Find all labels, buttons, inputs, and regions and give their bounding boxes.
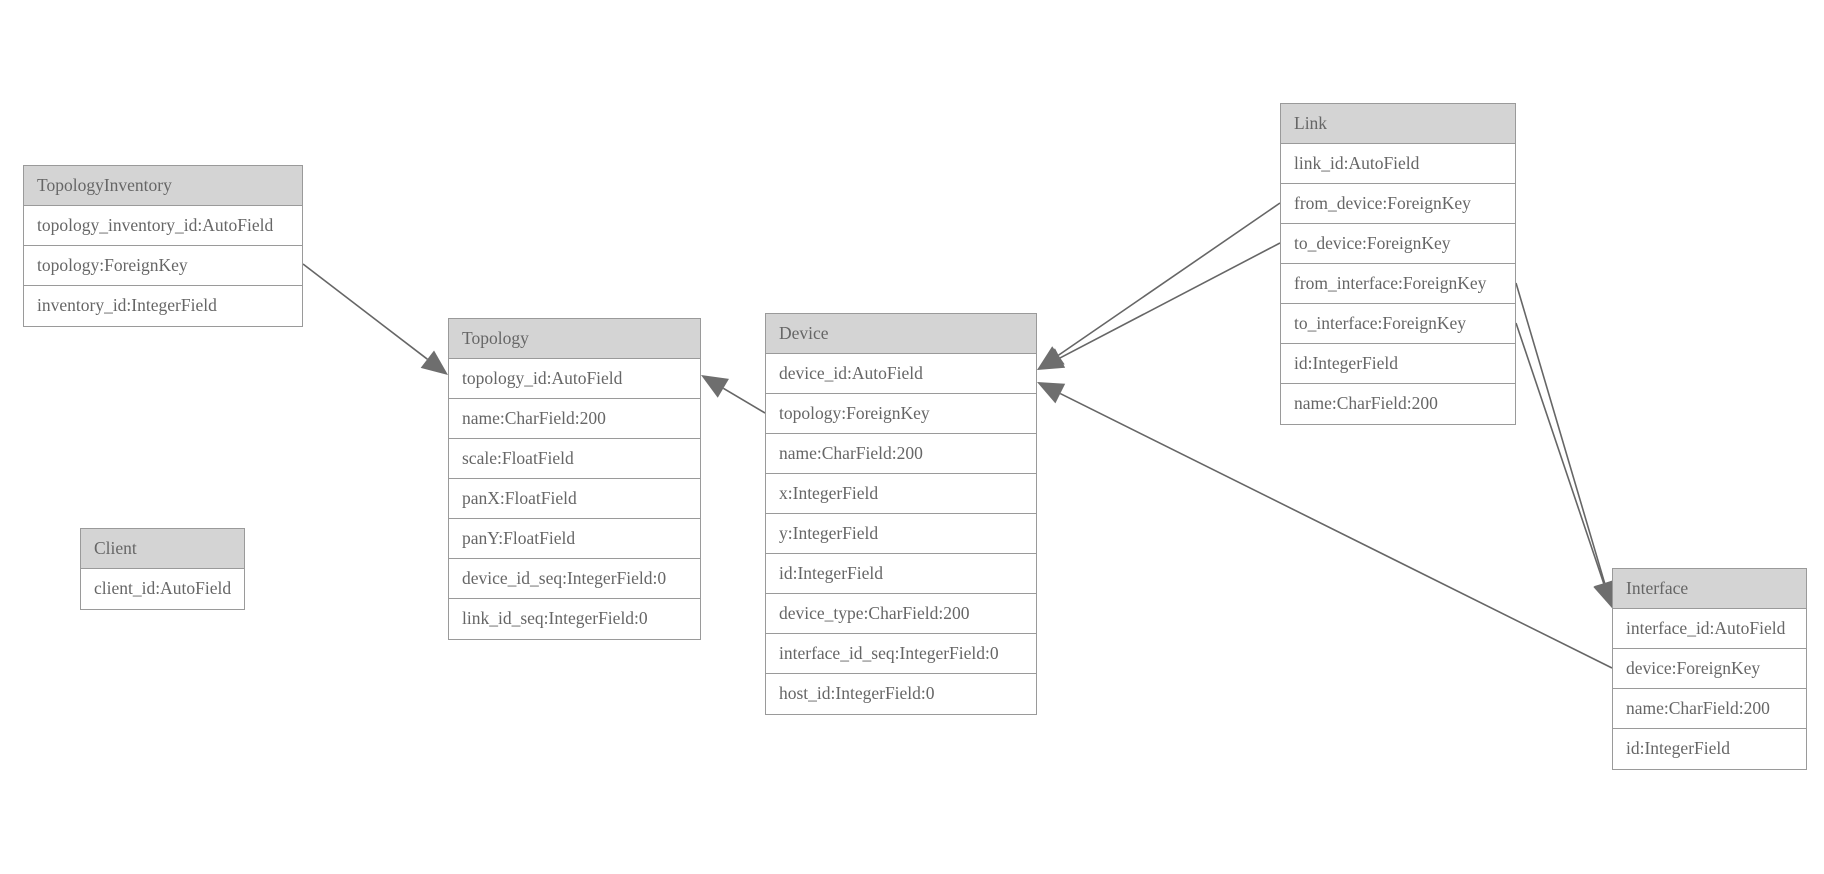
arrowhead — [1037, 348, 1066, 370]
entity-field-row: id:IntegerField — [766, 554, 1036, 594]
entity-title-client: Client — [81, 529, 244, 569]
entity-field-row: panY:FloatField — [449, 519, 700, 559]
entity-field-row: panX:FloatField — [449, 479, 700, 519]
entity-field-row: id:IntegerField — [1626, 738, 1731, 758]
entity-field-row: name:CharField:200 — [766, 434, 1036, 474]
entity-field-row: topology_inventory_id:AutoField — [24, 206, 302, 246]
arrowhead — [420, 350, 448, 375]
entity-field-row: id:IntegerField — [1281, 344, 1515, 384]
entity-title-device: Device — [766, 314, 1036, 354]
entity-field-row: link_id:AutoField — [1281, 144, 1515, 184]
arrowhead — [701, 375, 729, 398]
arrowhead — [1593, 579, 1615, 608]
entity-field-row: from_device:ForeignKey — [1281, 184, 1515, 224]
entity-field-row: device_type:CharField:200 — [766, 594, 1036, 634]
entity-field-row: topology:ForeignKey — [766, 394, 1036, 434]
entity-title-topology: Topology — [449, 319, 700, 359]
entity-title-topologyinventory: TopologyInventory — [24, 166, 302, 206]
entity-field-row: from_interface:ForeignKey — [1281, 264, 1515, 304]
relationship-link-to-device — [1037, 242, 1281, 370]
entity-field-row: topology:ForeignKey — [24, 246, 302, 286]
entity-field-row: to_device:ForeignKey — [1281, 224, 1515, 264]
entity-field-row: link_id_seq:IntegerField:0 — [462, 608, 648, 628]
entity-field-row: name:CharField:200 — [449, 399, 700, 439]
relationship-link-to-interface — [1515, 322, 1615, 608]
entity-field-row: interface_id_seq:IntegerField:0 — [766, 634, 1036, 674]
entity-field-row: client_id:AutoField — [94, 578, 232, 598]
arrowhead — [1037, 382, 1066, 404]
entity-field-row: topology_id:AutoField — [449, 359, 700, 399]
entity-field-row: device_id:AutoField — [766, 354, 1036, 394]
entity-field-row: scale:FloatField — [449, 439, 700, 479]
entity-field-row: to_interface:ForeignKey — [1281, 304, 1515, 344]
arrowhead — [1037, 346, 1065, 370]
entity-fields-client: client_id:AutoField — [81, 569, 244, 609]
relationship-topologyinventory-topology — [302, 263, 448, 375]
entity-field-row: inventory_id:IntegerField — [37, 295, 217, 315]
relationship-link-from-device — [1037, 202, 1281, 370]
entity-field-row: name:CharField:200 — [1294, 393, 1438, 413]
relationship-device-topology — [701, 375, 766, 414]
entity-field-row: y:IntegerField — [766, 514, 1036, 554]
entity-field-row: name:CharField:200 — [1613, 689, 1806, 729]
entity-field-row: device_id_seq:IntegerField:0 — [449, 559, 700, 599]
entity-field-row: interface_id:AutoField — [1613, 609, 1806, 649]
relationship-link-from-interface — [1515, 282, 1616, 608]
entity-title-link: Link — [1281, 104, 1515, 144]
entity-box-client[interactable]: Client client_id:AutoField — [80, 528, 245, 610]
entity-field-row: device:ForeignKey — [1613, 649, 1806, 689]
entity-field-row: x:IntegerField — [766, 474, 1036, 514]
entity-title-interface: Interface — [1613, 569, 1806, 609]
entity-field-row: host_id:IntegerField:0 — [779, 683, 935, 703]
